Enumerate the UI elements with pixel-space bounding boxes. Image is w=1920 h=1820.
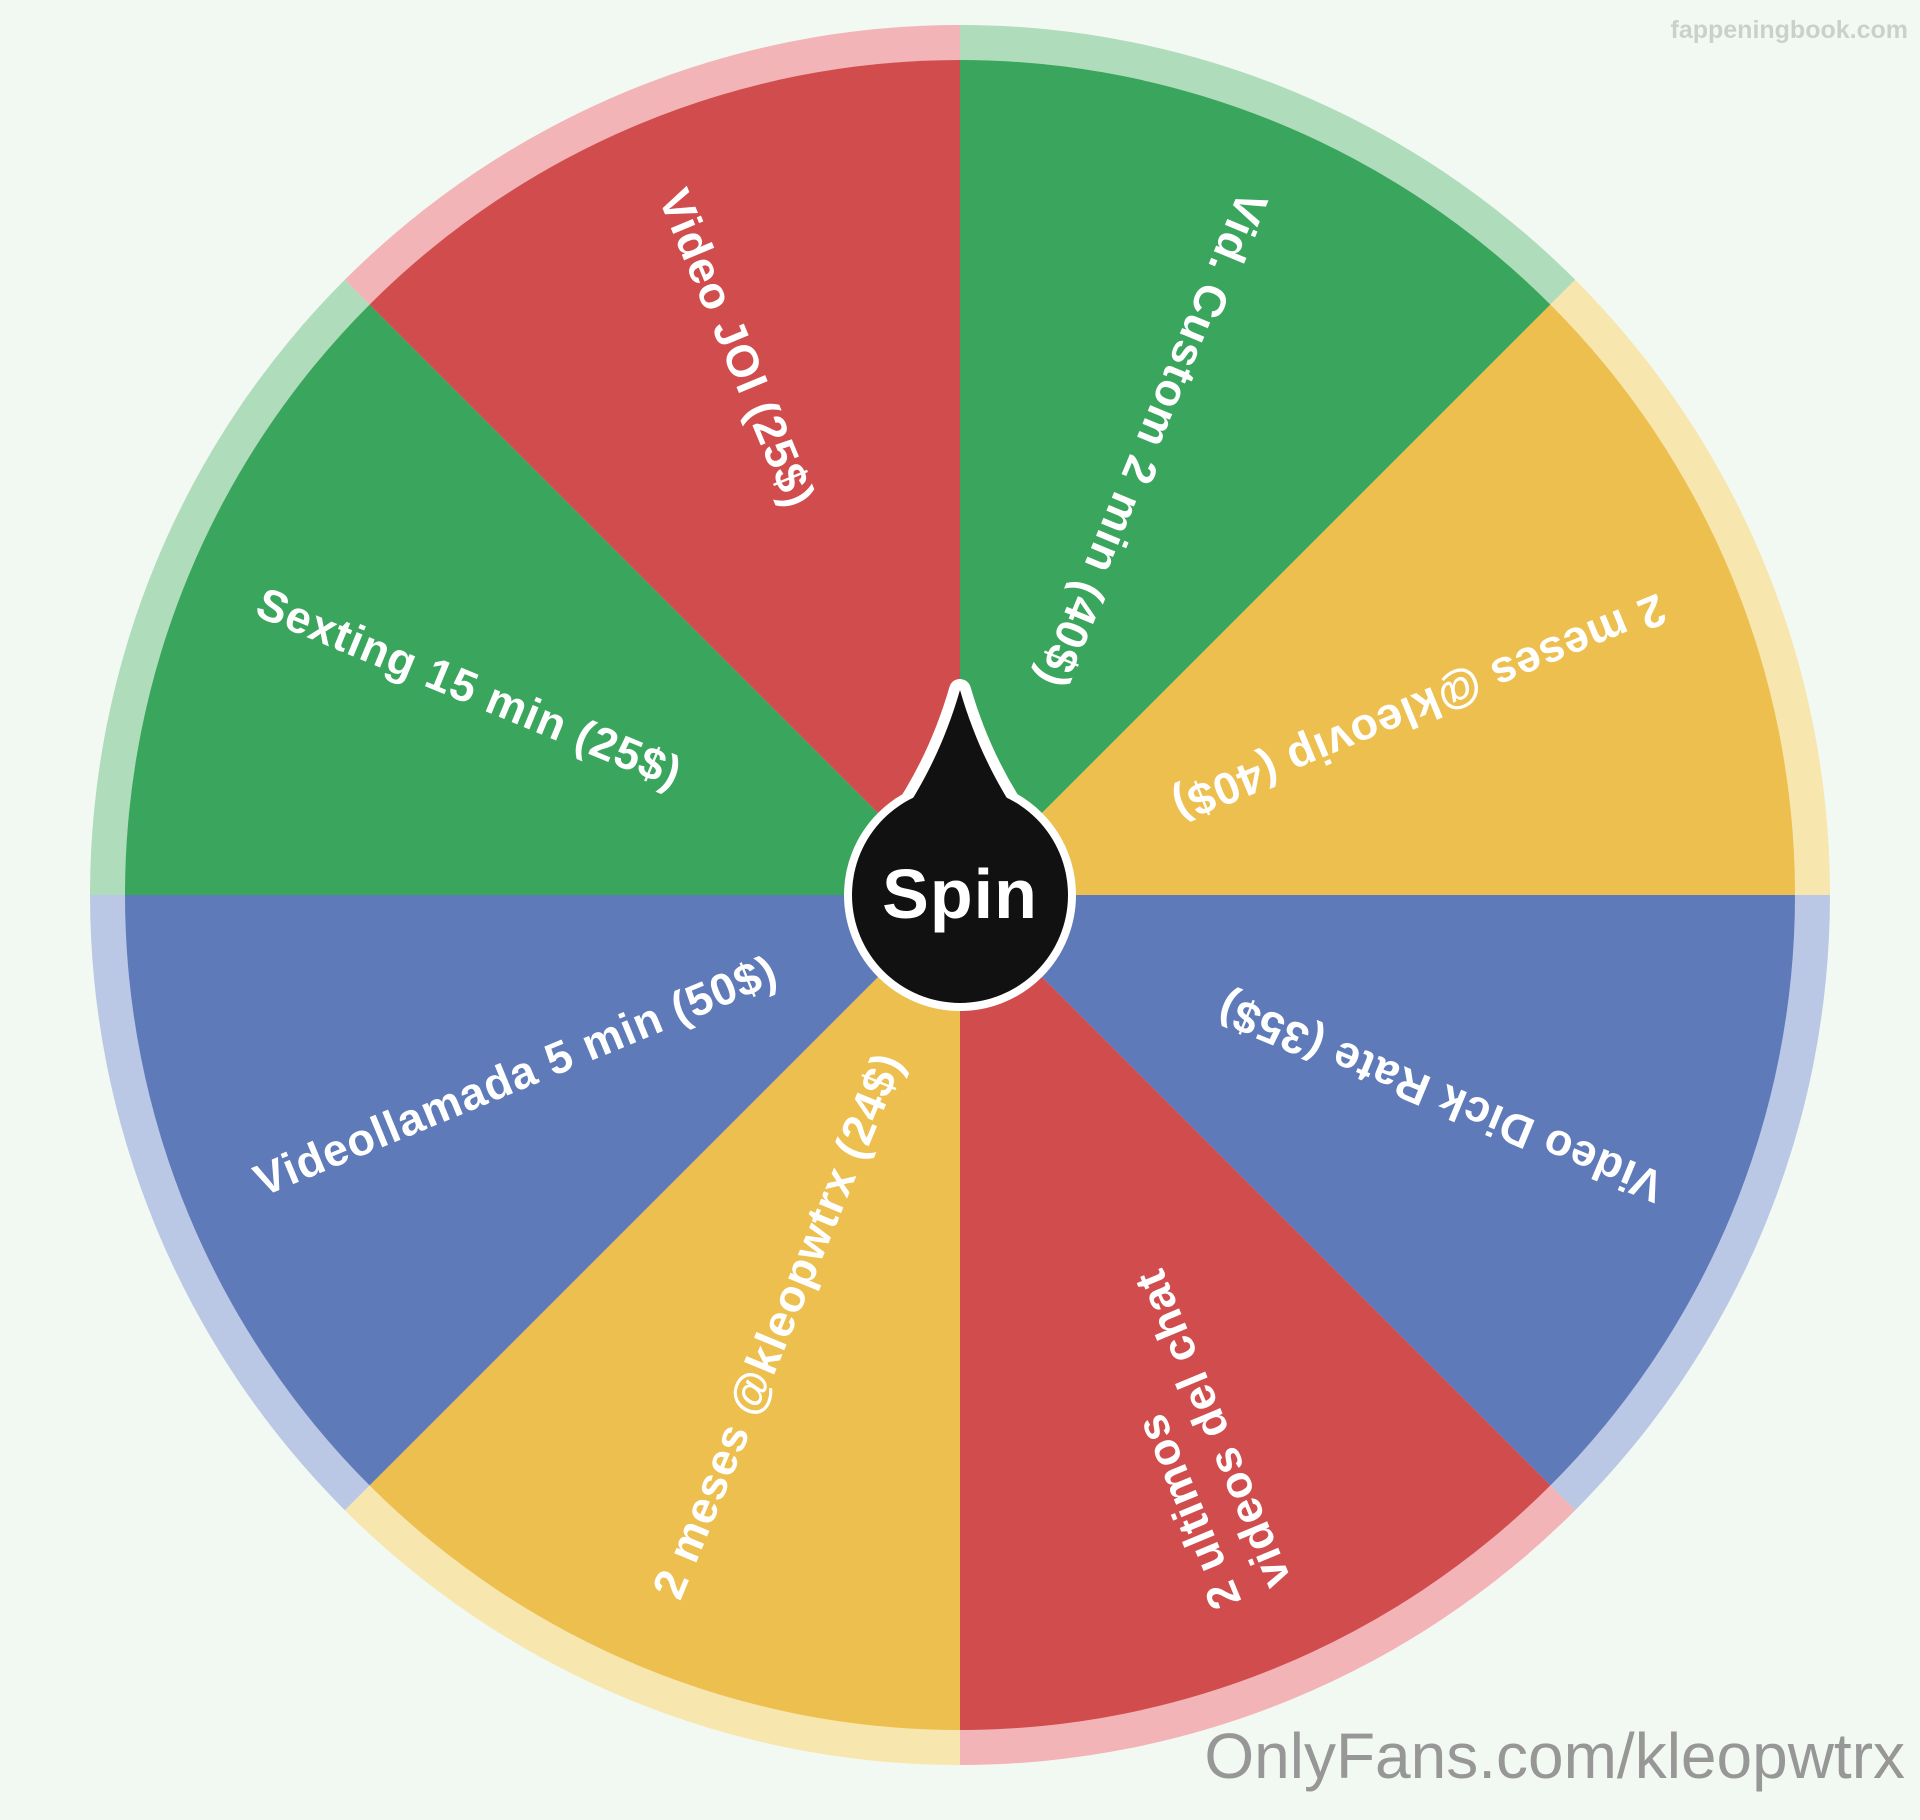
spin-pointer-icon-fill — [896, 690, 1024, 824]
watermark-site: fappeningbook.com — [1671, 16, 1909, 44]
wheel-segment-vid-custom[interactable] — [960, 60, 1551, 895]
wheel-segment-video-joi[interactable] — [369, 60, 961, 895]
wheel-segment-videollamada[interactable] — [125, 895, 960, 1486]
watermark-onlyfans-url: OnlyFans.com/kleopwtrx — [1204, 1720, 1905, 1792]
wheel-segment-sexting[interactable] — [125, 304, 960, 896]
spin-button-label: Spin — [882, 855, 1038, 933]
wheel-segments — [125, 60, 1795, 1730]
wheel-segment-2-meses-kleopwtrx[interactable] — [369, 895, 961, 1730]
wheel-segment-2-meses-kleovip[interactable] — [960, 304, 1795, 896]
wheel-segment-video-dick-rate[interactable] — [960, 895, 1795, 1486]
spin-hub-circle-fill — [852, 787, 1068, 1003]
wheel-segment-2-ultimos-videos[interactable] — [960, 895, 1551, 1730]
spin-button[interactable]: Spin — [844, 679, 1076, 1011]
